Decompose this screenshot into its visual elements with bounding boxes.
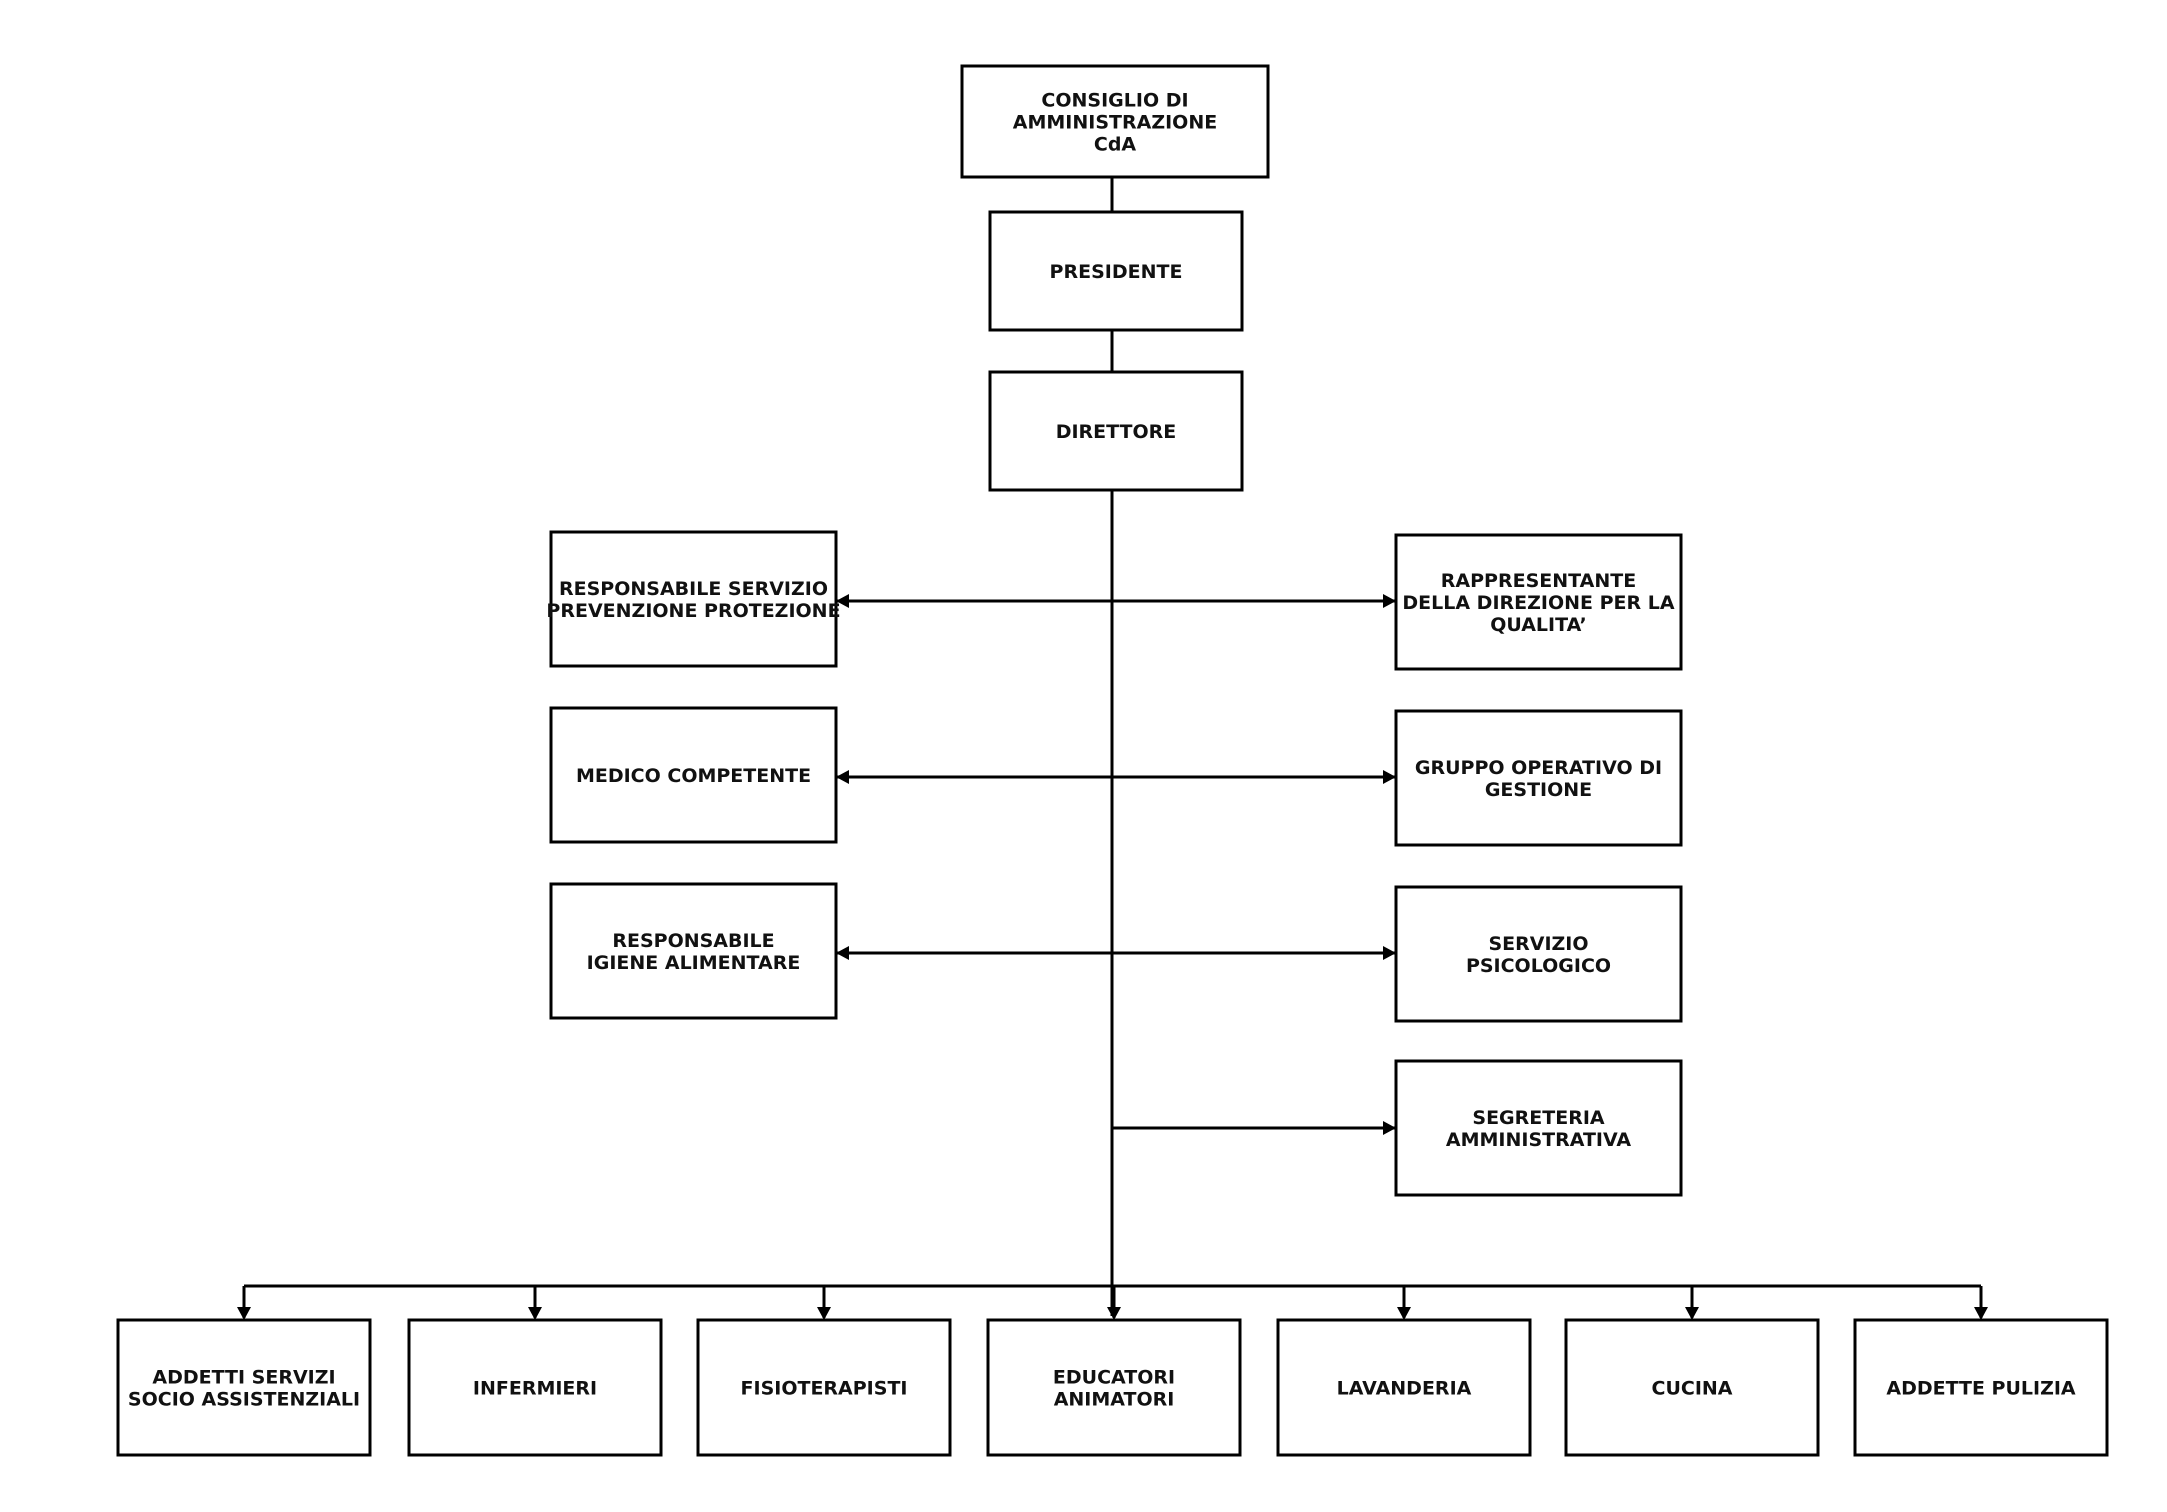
operative-unit-box-4-frame <box>986 1318 1242 1457</box>
operative-unit-box-5-frame <box>1276 1318 1532 1457</box>
operative-unit-box-2-label-line: INFERMIERI <box>473 1378 597 1400</box>
right-staff-box-4-frame <box>1394 1059 1683 1197</box>
operative-unit-box-3: FISIOTERAPISTI <box>696 1318 952 1457</box>
board-box-label-line: CONSIGLIO DI <box>1041 90 1188 112</box>
operative-unit-arrow-5 <box>1397 1307 1411 1320</box>
director-box: DIRETTORE <box>988 370 1244 492</box>
operative-unit-arrow-7 <box>1974 1307 1988 1320</box>
left-staff-box-3-label-line: RESPONSABILE <box>612 930 774 952</box>
left-staff-box-2-label-line: MEDICO COMPETENTE <box>576 765 811 787</box>
director-box-label-line: DIRETTORE <box>1056 421 1177 443</box>
operative-unit-box-5-label-line: LAVANDERIA <box>1337 1378 1472 1400</box>
operative-unit-box-7: ADDETTE PULIZIA <box>1853 1318 2109 1457</box>
left-staff-box-2-frame <box>549 706 838 844</box>
staff-link-1-right-arrow <box>1383 594 1396 608</box>
board-box-frame <box>960 64 1270 179</box>
operative-unit-arrow-1 <box>237 1307 251 1320</box>
president-box-frame <box>988 210 1244 332</box>
operative-unit-box-7-label-line: ADDETTE PULIZIA <box>1886 1378 2076 1400</box>
right-staff-box-2-label-line: GRUPPO OPERATIVO DI <box>1415 757 1662 779</box>
operative-unit-box-2: INFERMIERI <box>407 1318 663 1457</box>
operative-unit-box-6-label-line: CUCINA <box>1652 1378 1733 1400</box>
right-staff-box-2-label-line: GESTIONE <box>1485 779 1592 801</box>
operative-unit-box-5: LAVANDERIA <box>1276 1318 1532 1457</box>
connector-lines <box>237 177 1988 1320</box>
right-staff-box-1-label-line: RAPPRESENTANTE <box>1441 570 1636 592</box>
right-staff-box-4-label-line: SEGRETERIA <box>1472 1107 1605 1129</box>
right-staff-box-4-label-line: AMMINISTRATIVA <box>1446 1129 1632 1151</box>
operative-unit-box-1-label-line: SOCIO ASSISTENZIALI <box>128 1389 360 1411</box>
right-staff-box-1-label-line: DELLA DIREZIONE PER LA <box>1402 592 1674 614</box>
right-staff-box-2-frame <box>1394 709 1683 847</box>
operative-unit-arrow-3 <box>817 1307 831 1320</box>
staff-link-3-left-arrow <box>836 946 849 960</box>
staff-link-2-left-arrow <box>836 770 849 784</box>
right-staff-box-3-label-line: PSICOLOGICO <box>1466 955 1611 977</box>
operative-unit-box-1-label-line: ADDETTI SERVIZI <box>152 1367 335 1389</box>
left-staff-box-2: MEDICO COMPETENTE <box>549 706 838 844</box>
director-box-frame <box>988 370 1244 492</box>
right-staff-box-1-frame <box>1394 533 1683 671</box>
operative-unit-box-6: CUCINA <box>1564 1318 1820 1457</box>
operative-unit-box-7-frame <box>1853 1318 2109 1457</box>
staff-link-2-right-arrow <box>1383 770 1396 784</box>
president-box-label-line: PRESIDENTE <box>1050 261 1183 283</box>
left-staff-box-1-frame <box>549 530 838 668</box>
operative-unit-box-3-frame <box>696 1318 952 1457</box>
right-staff-box-3-frame <box>1394 885 1683 1023</box>
segreteria-link-arrow <box>1383 1121 1396 1135</box>
staff-link-1-left-arrow <box>836 594 849 608</box>
president-box: PRESIDENTE <box>988 210 1244 332</box>
operative-unit-arrow-4 <box>1107 1307 1121 1320</box>
operative-unit-box-4-label-line: EDUCATORI <box>1053 1367 1175 1389</box>
staff-link-3-right-arrow <box>1383 946 1396 960</box>
operative-unit-arrow-2 <box>528 1307 542 1320</box>
operative-unit-box-1-frame <box>116 1318 372 1457</box>
left-staff-box-3-label-line: IGIENE ALIMENTARE <box>587 952 801 974</box>
operative-unit-box-3-label-line: FISIOTERAPISTI <box>741 1378 908 1400</box>
board-box-label-line: AMMINISTRAZIONE <box>1013 112 1217 134</box>
right-staff-box-3-label-line: SERVIZIO <box>1488 933 1588 955</box>
operative-unit-box-6-frame <box>1564 1318 1820 1457</box>
operative-unit-arrow-6 <box>1685 1307 1699 1320</box>
right-staff-box-1-label-line: QUALITA’ <box>1490 614 1587 636</box>
left-staff-box-1-label-line: PREVENZIONE PROTEZIONE <box>546 600 840 622</box>
operative-unit-box-4-label-line: ANIMATORI <box>1054 1389 1175 1411</box>
operative-unit-box-2-frame <box>407 1318 663 1457</box>
board-box-label-line: CdA <box>1094 134 1137 156</box>
left-staff-box-1-label-line: RESPONSABILE SERVIZIO <box>559 578 828 600</box>
left-staff-box-3-frame <box>549 882 838 1020</box>
